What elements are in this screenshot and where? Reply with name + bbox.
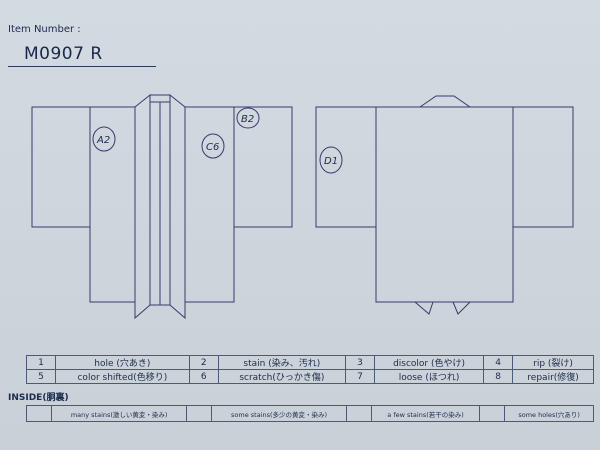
back-right-sleeve — [512, 106, 574, 228]
front-right-sleeve — [233, 106, 293, 228]
back-right-hem-flap — [452, 301, 471, 315]
inside-label: INSIDE(胴裏) — [8, 393, 69, 403]
mark-d1: D1 — [324, 156, 338, 167]
item-number-underline — [8, 66, 156, 67]
legend-number: 3 — [344, 355, 375, 370]
front-right-collar — [169, 93, 186, 320]
item-number-value: M0907 R — [24, 44, 103, 64]
front-left-collar — [134, 93, 151, 320]
back-left-sleeve — [315, 106, 377, 228]
kimono-back-view — [315, 95, 574, 315]
back-left-hem-flap — [414, 301, 434, 315]
inside-checkbox — [26, 405, 52, 422]
kimono-front-view — [31, 93, 293, 320]
legend-description: repair(修復) — [512, 369, 594, 384]
inside-checkbox — [345, 405, 372, 422]
inside-option: a few stains(若干の染み) — [370, 405, 481, 422]
mark-d1-circle — [319, 146, 343, 174]
legend-row: 5 color shifted(色移り) 6 scratch(ひっかき傷) 7 … — [26, 369, 594, 384]
legend-number: 2 — [188, 355, 219, 370]
inside-checkbox — [186, 405, 213, 422]
inside-row: many stains(激しい黄変・染み) some stains(多少の黄変・… — [26, 405, 594, 422]
mark-b2: B2 — [241, 114, 254, 125]
front-right-body — [184, 106, 235, 303]
legend-description: loose (ほつれ) — [373, 369, 485, 384]
mark-b2-circle — [236, 107, 260, 129]
inside-option: some stains(多少の黄変・染み) — [211, 405, 347, 422]
back-body — [375, 106, 514, 303]
legend-description: hole (穴あき) — [55, 355, 190, 370]
legend-number: 6 — [188, 369, 219, 384]
legend-description: color shifted(色移り) — [55, 369, 190, 384]
inside-option: many stains(激しい黄変・染み) — [50, 405, 188, 422]
legend-number: 5 — [26, 369, 56, 384]
inside-condition-table: many stains(激しい黄変・染み) some stains(多少の黄変・… — [26, 405, 594, 422]
legend-description: rip (裂け) — [512, 355, 594, 370]
inside-checkbox — [479, 405, 506, 422]
legend-number: 1 — [26, 355, 56, 370]
legend-row: 1 hole (穴あき) 2 stain (染み、汚れ) 3 discolor … — [26, 355, 594, 370]
mark-c6: C6 — [206, 142, 219, 153]
legend-number: 7 — [344, 369, 375, 384]
mark-c6-circle — [201, 133, 225, 159]
legend-description: discolor (色やけ) — [373, 355, 485, 370]
inside-option: some holes(穴あり) — [504, 405, 594, 422]
front-left-sleeve — [31, 106, 91, 228]
legend-number: 8 — [483, 369, 514, 384]
mark-a2: A2 — [96, 135, 110, 146]
mark-a2-circle — [92, 126, 116, 152]
legend-description: scratch(ひっかき傷) — [217, 369, 346, 384]
item-number-label: Item Number : — [8, 24, 81, 35]
damage-legend-table: 1 hole (穴あき) 2 stain (染み、汚れ) 3 discolor … — [26, 355, 594, 384]
back-collar — [418, 95, 472, 108]
legend-number: 4 — [483, 355, 514, 370]
legend-description: stain (染み、汚れ) — [217, 355, 346, 370]
